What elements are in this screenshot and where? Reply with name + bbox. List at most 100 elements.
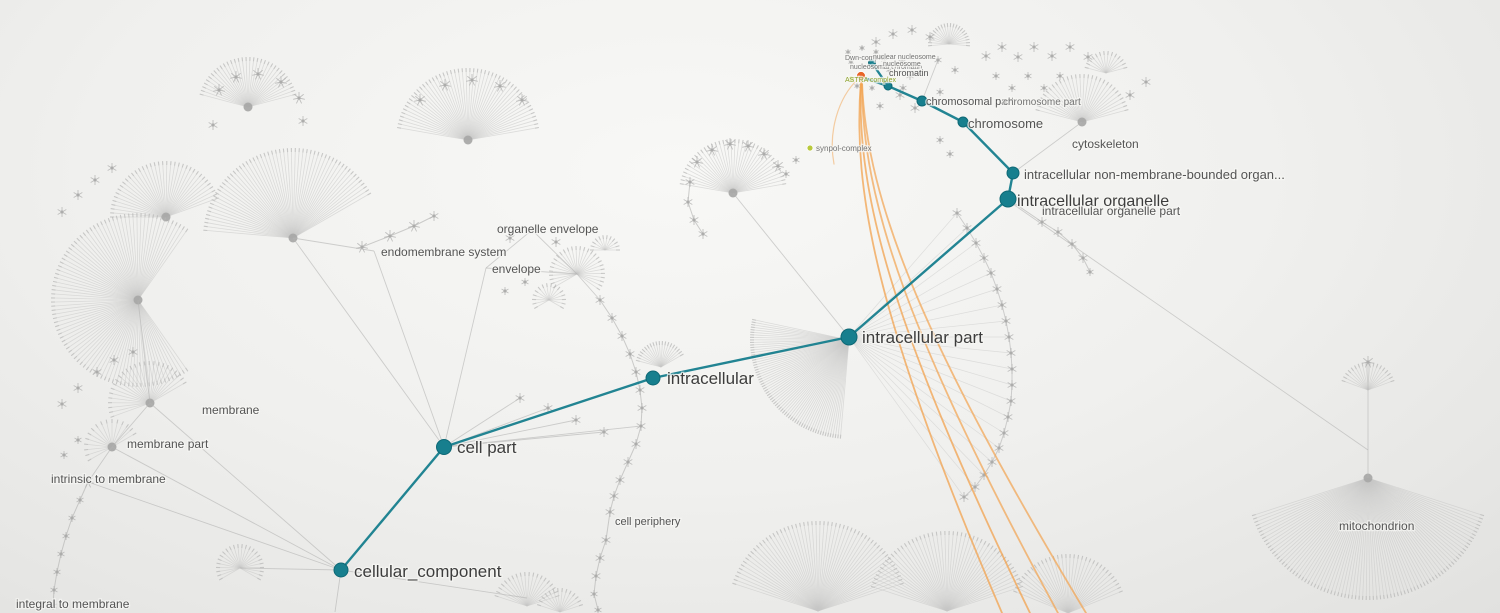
graph-edge	[443, 419, 577, 448]
mini-term-node	[605, 507, 615, 517]
label-cell-part: cell part	[457, 438, 517, 457]
mini-term-node	[515, 393, 525, 403]
mini-term-node	[907, 25, 917, 35]
mini-term-node	[429, 211, 439, 221]
mini-term-node	[60, 451, 68, 459]
term-node-chromosome[interactable]	[957, 116, 969, 128]
label-dwn-complex: Dwn-complex	[845, 55, 888, 62]
mini-term-node	[1006, 348, 1016, 358]
label-synpol-complex: synpol-complex	[816, 144, 872, 153]
mini-term-node	[590, 590, 598, 598]
synpol-complex-node[interactable]	[806, 144, 814, 152]
mini-term-node	[1001, 316, 1011, 326]
term-node-intracellular-part[interactable]	[840, 328, 858, 346]
mini-term-node	[82, 476, 94, 488]
mini-term-node	[848, 59, 854, 65]
graph-edge	[111, 446, 342, 571]
mini-term-node	[873, 49, 879, 55]
label-intracellular: intracellular	[667, 369, 754, 388]
association-edge	[858, 79, 1003, 613]
term-node-chromatin[interactable]	[883, 81, 893, 91]
mini-term-node	[1037, 217, 1047, 227]
mini-term-node	[213, 84, 225, 96]
mini-term-node	[623, 457, 633, 467]
mini-term-node	[1007, 380, 1017, 390]
fan-cluster	[107, 360, 187, 418]
layer-asterisk-nodes	[49, 25, 1374, 613]
mini-term-node	[906, 72, 914, 80]
term-node-cell-part[interactable]	[436, 439, 452, 455]
fan-cluster	[1341, 362, 1395, 391]
graph-edge	[848, 336, 1012, 354]
graph-edge	[848, 336, 1013, 386]
term-node-intracellular-non-membrane-bounded-organelle[interactable]	[1006, 166, 1020, 180]
fan-cluster	[549, 245, 606, 291]
fan-cluster	[732, 521, 904, 612]
fan-cluster	[537, 588, 583, 613]
term-node-nucleosome[interactable]	[868, 59, 876, 67]
label-chromosome-part: chromosome part	[1003, 97, 1081, 108]
mini-term-node	[1008, 84, 1016, 92]
term-node-intracellular[interactable]	[645, 370, 661, 386]
mini-term-node	[910, 103, 920, 113]
graph-edge	[848, 288, 998, 338]
mini-term-node	[997, 42, 1007, 52]
mini-term-node	[571, 415, 581, 425]
term-node-intracellular-organelle[interactable]	[999, 190, 1017, 208]
fan-cluster	[215, 544, 265, 581]
graph-edge	[292, 237, 375, 252]
layer-fan-clusters	[51, 23, 1485, 613]
cluster-hub-node	[161, 212, 171, 222]
mini-term-node	[854, 83, 860, 89]
mini-term-node	[1065, 42, 1075, 52]
mini-term-node	[607, 313, 617, 323]
mini-term-node	[543, 403, 553, 413]
layer-term-labels: cellular_component cell part intracellular…	[15, 53, 1416, 613]
mini-term-node	[685, 177, 695, 187]
mini-term-node	[698, 229, 708, 239]
mini-term-node	[959, 492, 969, 502]
selected-term-node[interactable]	[856, 71, 866, 81]
mini-term-node	[50, 586, 58, 594]
graph-edge	[848, 320, 1007, 338]
mini-term-node	[595, 295, 605, 305]
graph-edge	[848, 336, 965, 498]
graph-edge	[239, 567, 342, 571]
mini-term-node	[683, 197, 693, 207]
graph-chain	[52, 481, 89, 607]
fan-cluster	[203, 148, 372, 243]
mini-term-node	[625, 349, 635, 359]
graph-chain	[1007, 198, 1091, 273]
graph-edge	[848, 336, 1000, 449]
mini-term-node	[792, 156, 800, 164]
mini-term-node	[971, 238, 981, 248]
label-cellular-component: cellular_component	[354, 562, 502, 581]
association-edge	[859, 79, 1031, 613]
term-node-cellular-component[interactable]	[333, 562, 349, 578]
mini-term-node	[1004, 332, 1014, 342]
graph-edge	[340, 569, 528, 599]
graph-edge	[1012, 121, 1083, 174]
label-envelope: envelope	[492, 262, 541, 276]
fan-cluster	[749, 318, 850, 439]
astra-complex-node[interactable]	[847, 75, 855, 83]
label-organelle-envelope: organelle envelope	[497, 222, 599, 236]
mini-term-node	[742, 140, 754, 152]
fan-cluster	[110, 160, 219, 222]
mini-term-node	[1047, 51, 1057, 61]
graph-edge	[1009, 201, 1369, 451]
mini-term-node	[1053, 227, 1063, 237]
association-edge	[831, 78, 859, 165]
label-intrinsic-to-membrane: intrinsic to membrane	[51, 472, 166, 486]
fan-cluster	[590, 235, 620, 251]
mini-term-node	[997, 300, 1007, 310]
mini-term-node	[992, 284, 1002, 294]
mini-term-node	[1125, 90, 1135, 100]
term-node-chromosomal-part[interactable]	[916, 95, 928, 107]
label-chromatin: chromatin	[889, 68, 929, 78]
graph-edge	[87, 481, 342, 571]
mini-term-node	[979, 253, 989, 263]
mini-term-node	[782, 170, 790, 178]
